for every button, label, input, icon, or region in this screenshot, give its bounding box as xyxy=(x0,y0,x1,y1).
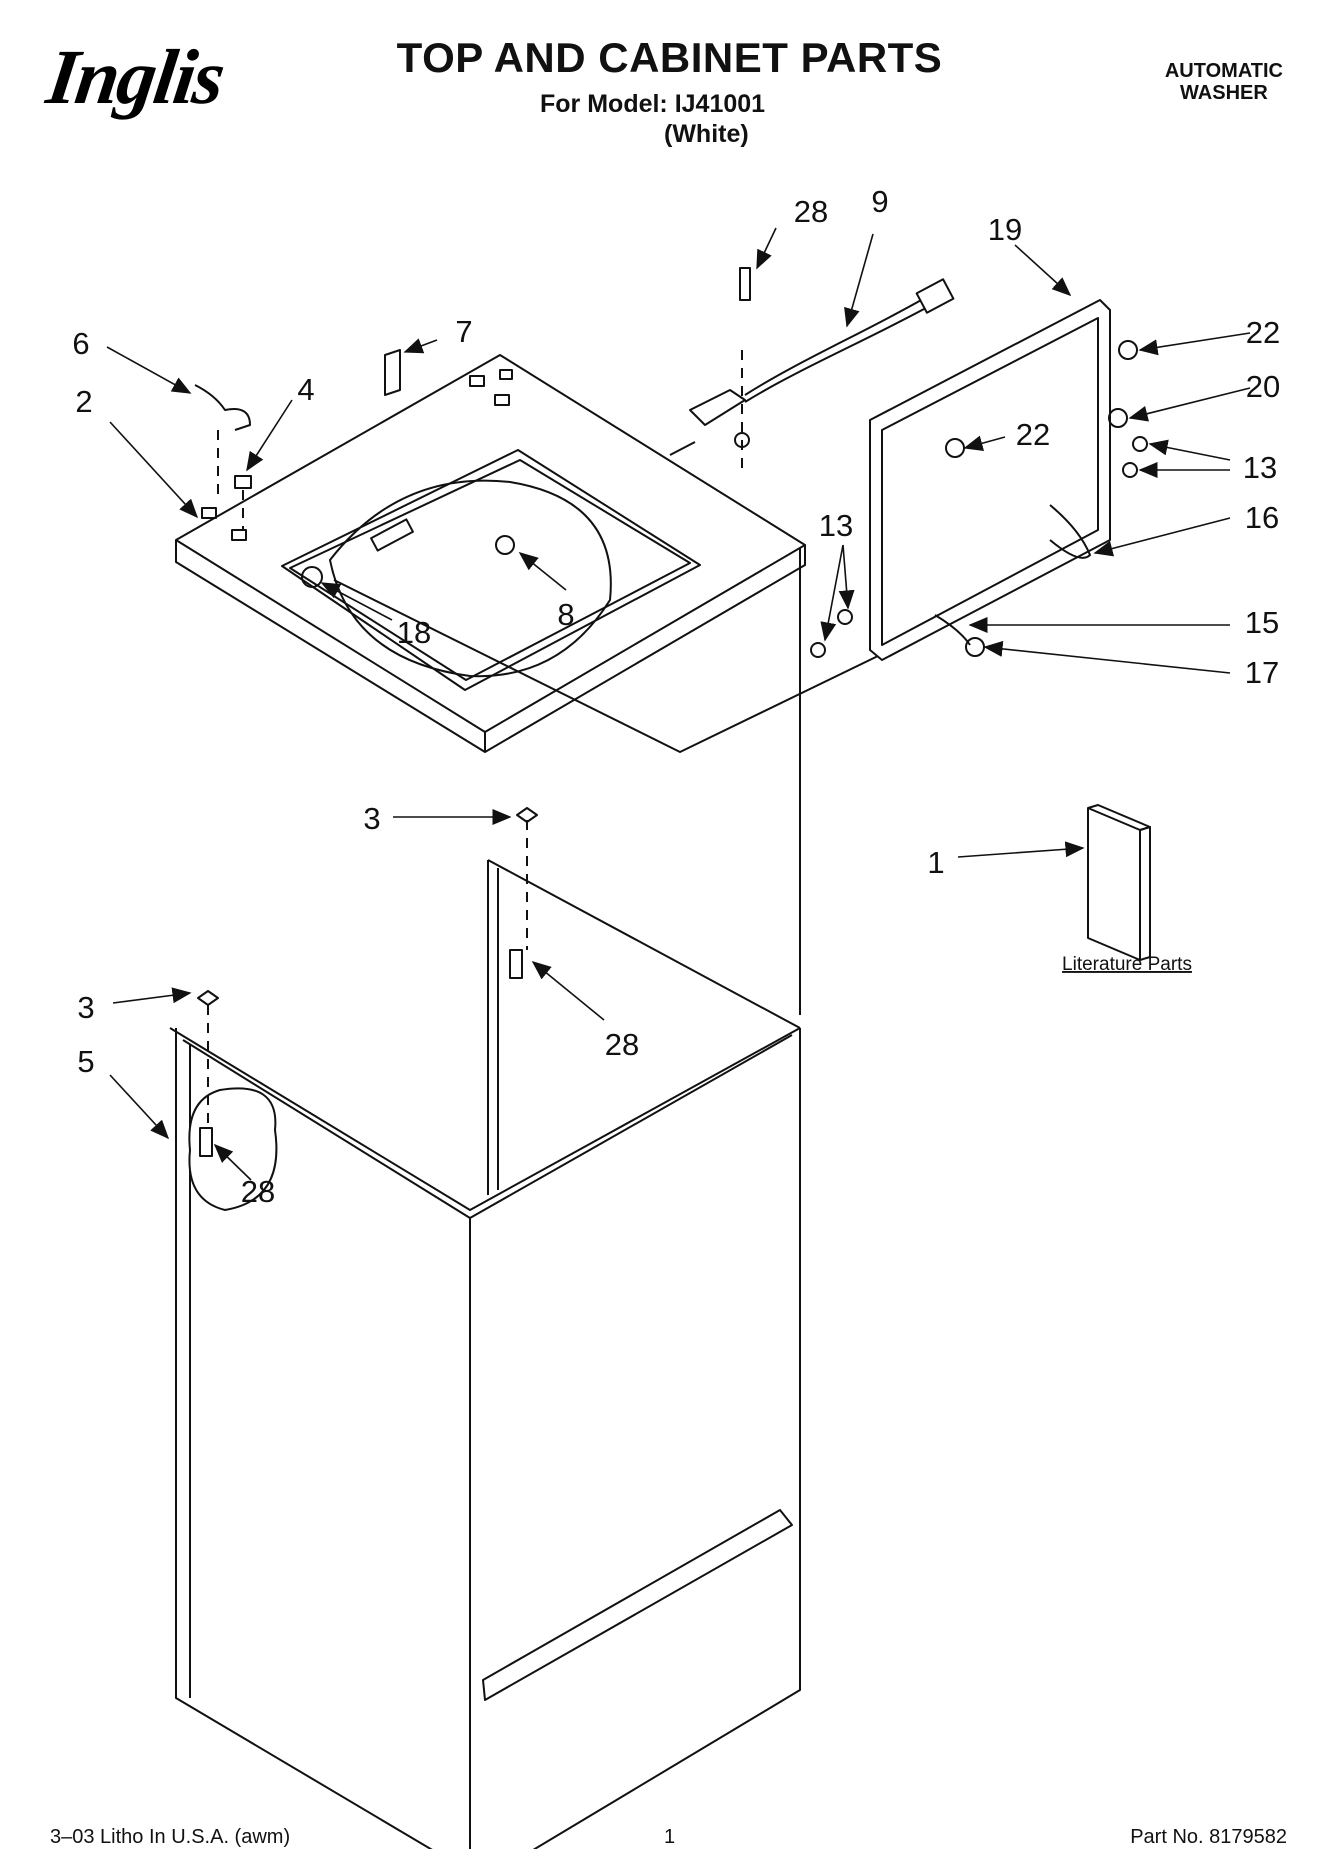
callout-label: 8 xyxy=(557,597,574,632)
callout-label: 3 xyxy=(77,990,94,1025)
page-title: TOP AND CABINET PARTS xyxy=(396,34,943,81)
product-type-line1: AUTOMATIC xyxy=(1164,60,1283,82)
model-number: For Model: IJ41001 xyxy=(540,90,766,118)
callout-label: 15 xyxy=(1245,605,1279,640)
callout-label: 22 xyxy=(1246,315,1280,350)
callout-label: 19 xyxy=(988,212,1022,247)
top-projection-line xyxy=(333,579,881,753)
callout-label: 17 xyxy=(1245,655,1279,690)
callout-label: 7 xyxy=(455,314,472,349)
litho-note: 3–03 Litho In U.S.A. (awm) xyxy=(50,1826,291,1848)
callout-label: 13 xyxy=(1243,450,1277,485)
callout-label: 18 xyxy=(397,615,431,650)
console-frame xyxy=(869,299,1111,661)
callout-label: 2 xyxy=(75,384,92,419)
top-panel xyxy=(175,354,806,753)
cabinet xyxy=(169,859,801,1849)
callout-label: 6 xyxy=(72,326,89,361)
assembly-guide-lines xyxy=(207,350,743,1130)
page-number: 1 xyxy=(663,1826,676,1848)
callout-label: 28 xyxy=(794,194,828,229)
callout-label: 5 xyxy=(77,1044,94,1079)
literature-parts-label: Literature Parts xyxy=(1062,954,1192,975)
wire-harness xyxy=(689,278,955,448)
callout-labels: 28 9 19 6 7 4 2 22 20 22 13 16 13 15 17 … xyxy=(72,184,1280,1209)
model-variant: (White) xyxy=(664,120,749,148)
callout-label: 9 xyxy=(871,184,888,219)
callout-label: 3 xyxy=(363,801,380,836)
callout-label: 28 xyxy=(605,1027,639,1062)
part-number: Part No. 8179582 xyxy=(1130,1826,1287,1848)
callout-label: 4 xyxy=(297,372,314,407)
callout-label: 1 xyxy=(927,845,944,880)
product-type: AUTOMATIC WASHER xyxy=(1165,60,1283,104)
callout-leaders xyxy=(106,227,1251,1181)
callout-label: 20 xyxy=(1246,369,1280,404)
callout-label: 13 xyxy=(819,508,853,543)
literature-book xyxy=(1087,804,1151,961)
callout-label: 28 xyxy=(241,1174,275,1209)
product-type-line2: WASHER xyxy=(1180,82,1268,104)
callout-label: 22 xyxy=(1016,417,1050,452)
callout-label: 16 xyxy=(1245,500,1279,535)
